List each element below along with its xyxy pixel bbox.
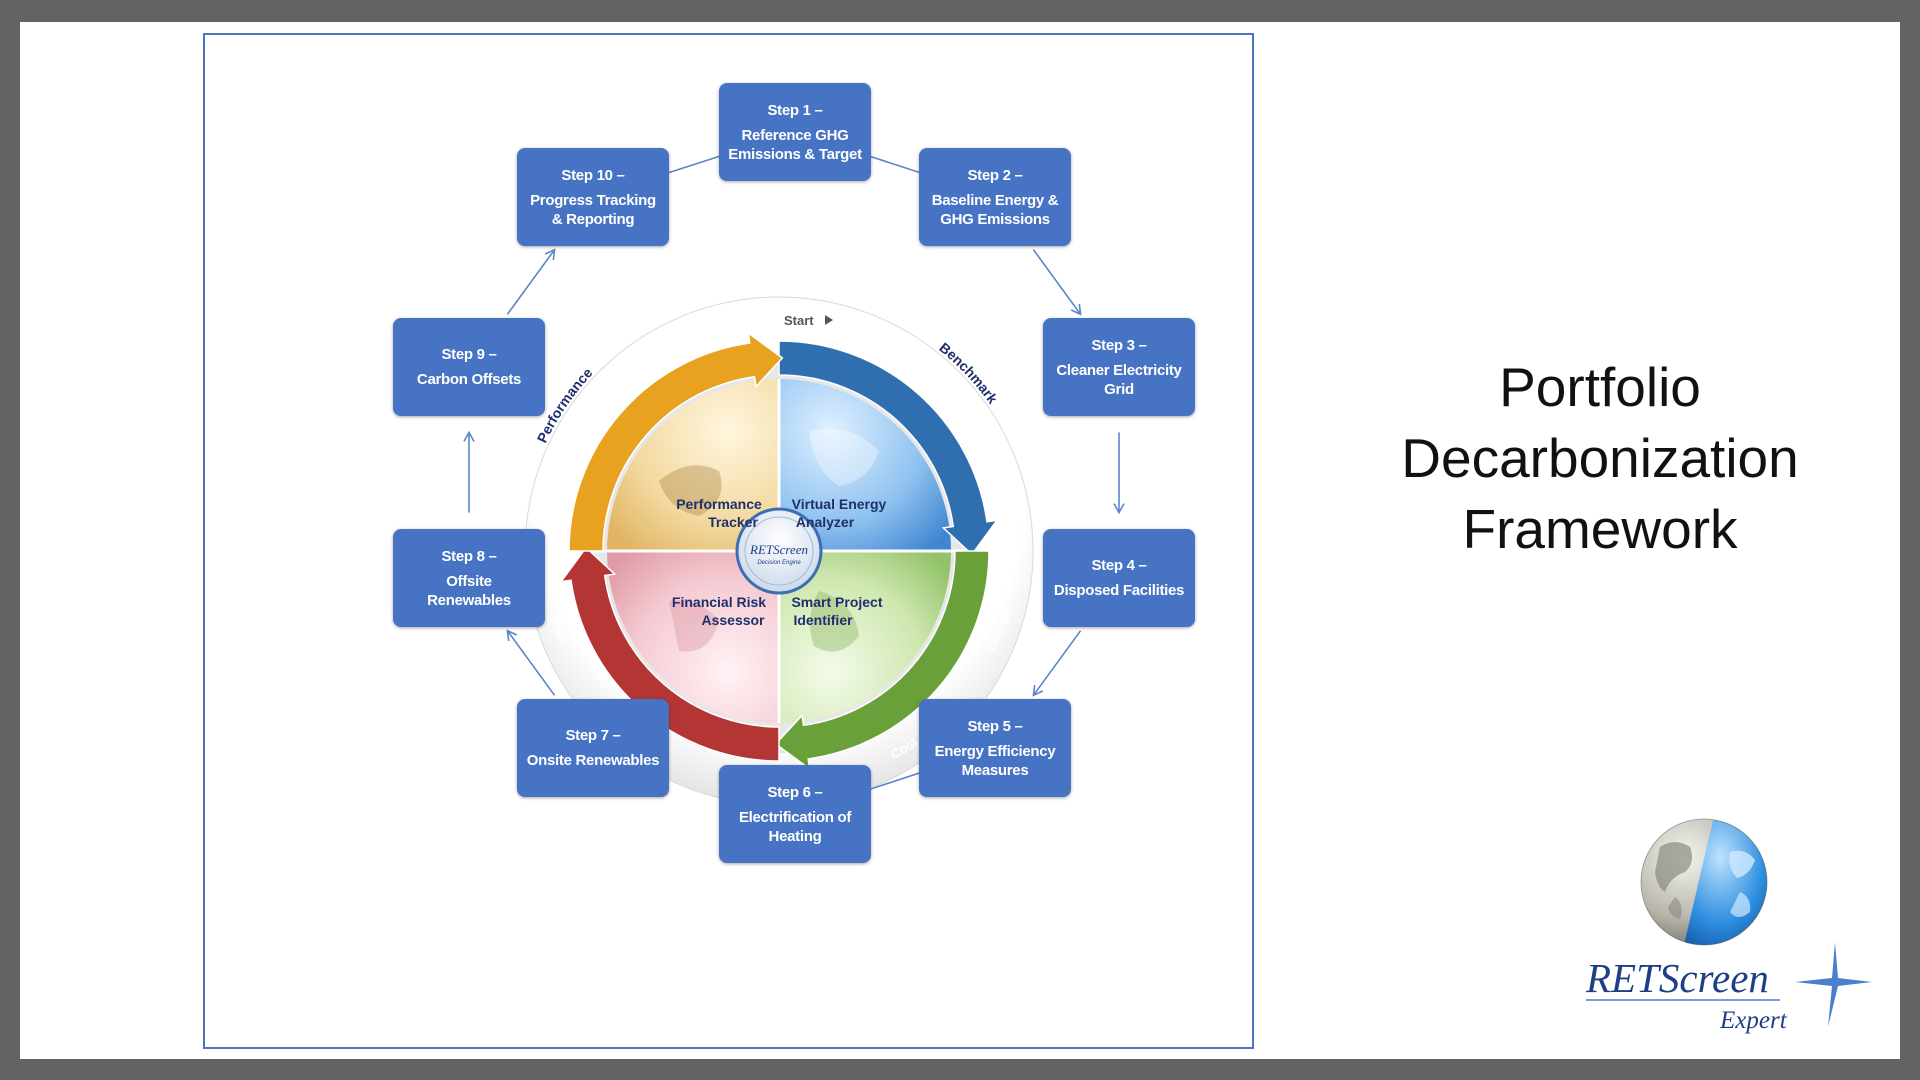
connector-arrow: [1032, 249, 1082, 316]
quadrant-label-performance-tracker-line1: Performance: [676, 496, 762, 512]
ring-segment-yellow: [568, 331, 784, 552]
step-description: Offsite Renewables: [427, 572, 511, 609]
connector-arrow: [506, 629, 556, 696]
step-7-box: Step 7 – Onsite Renewables: [517, 699, 669, 797]
hub-circle: [735, 507, 823, 595]
step-2-box: Step 2 – Baseline Energy & GHG Emissions: [919, 148, 1071, 246]
logo-name: RETScreen: [1585, 955, 1769, 1001]
step-description: Energy Efficiency Measures: [934, 742, 1056, 779]
ring-segment-green: [774, 550, 990, 771]
hub-logo-sub: Decision Engine: [757, 560, 801, 566]
step-10-box: Step 10 – Progress Tracking & Reporting: [517, 148, 669, 246]
quadrant-performance-tracker: [607, 379, 779, 551]
step-description: Carbon Offsets: [416, 371, 522, 388]
step-number: Step 8 –: [441, 547, 497, 565]
quadrant-label-financial-risk-assessor-line2: Assessor: [701, 612, 765, 628]
step-description: Baseline Energy & GHG Emissions: [931, 191, 1059, 228]
step-number: Step 2 –: [967, 166, 1023, 184]
quadrant-financial-risk-assessor: [607, 551, 779, 723]
step-number: Step 5 –: [967, 717, 1023, 735]
step-9-box: Step 9 – Carbon Offsets: [393, 318, 545, 416]
page-title: Portfolio Decarbonization Framework: [1320, 352, 1880, 565]
quadrant-label-smart-project-identifier-line2: Identifier: [793, 612, 853, 628]
title-line: Portfolio: [1499, 356, 1701, 418]
step-description: Electrification of Heating: [738, 808, 852, 845]
ring-segment-red: [559, 546, 780, 762]
quadrant-label-virtual-energy-analyzer-line2: Analyzer: [796, 514, 855, 530]
step-number: Step 1 –: [767, 101, 823, 119]
globe-continents: [659, 428, 879, 652]
step-number: Step 10 –: [561, 166, 625, 184]
connector-arrow: [506, 248, 556, 315]
step-number: Step 3 –: [1091, 336, 1147, 354]
ring-segment-blue: [778, 340, 999, 556]
retscreen-expert-logo: RETScreen Expert: [1580, 792, 1880, 1052]
start-label: Start: [784, 313, 814, 328]
step-3-box: Step 3 – Cleaner Electricity Grid: [1043, 318, 1195, 416]
step-description: Reference GHG Emissions & Target: [728, 126, 862, 163]
step-5-box: Step 5 – Energy Efficiency Measures: [919, 699, 1071, 797]
step-1-box: Step 1 – Reference GHG Emissions & Target: [719, 83, 871, 181]
quadrant-virtual-energy-analyzer: [779, 379, 951, 551]
sparkle-icon: [1586, 942, 1872, 1027]
logo-sub: Expert: [1719, 1007, 1788, 1034]
arc-label-report: Report: [743, 318, 787, 336]
quadrant-smart-project-identifier: [779, 551, 951, 723]
quadrant-label-virtual-energy-analyzer-line1: Virtual Energy: [792, 496, 887, 512]
start-arrow-icon: [825, 315, 833, 325]
title-line: Framework: [1462, 498, 1738, 560]
step-8-box: Step 8 – Offsite Renewables: [393, 529, 545, 627]
quadrant-label-smart-project-identifier-line1: Smart Project: [791, 594, 882, 610]
title-line: Decarbonization: [1401, 427, 1799, 489]
globe-icon: [1640, 818, 1768, 946]
step-number: Step 4 –: [1091, 557, 1147, 574]
connector-arrow: [1032, 630, 1082, 697]
hub-inner: [744, 516, 814, 586]
step-number: Step 7 –: [565, 727, 621, 744]
logo-graphic: RETScreen Expert: [1585, 818, 1872, 1034]
step-number: Step 9 –: [441, 346, 497, 363]
step-6-box: Step 6 – Electrification of Heating: [719, 765, 871, 863]
step-description: Onsite Renewables: [526, 752, 660, 769]
step-4-box: Step 4 – Disposed Facilities: [1043, 529, 1195, 627]
step-description: Disposed Facilities: [1053, 582, 1185, 599]
step-number: Step 6 –: [767, 783, 823, 801]
step-description: Cleaner Electricity Grid: [1056, 361, 1182, 398]
quadrant-label-financial-risk-assessor-line1: Financial Risk: [672, 594, 766, 610]
step-description: Progress Tracking & Reporting: [530, 191, 656, 228]
hub-logo-name: RETScreen: [749, 542, 808, 557]
quadrant-label-performance-tracker-line2: Tracker: [708, 514, 758, 530]
